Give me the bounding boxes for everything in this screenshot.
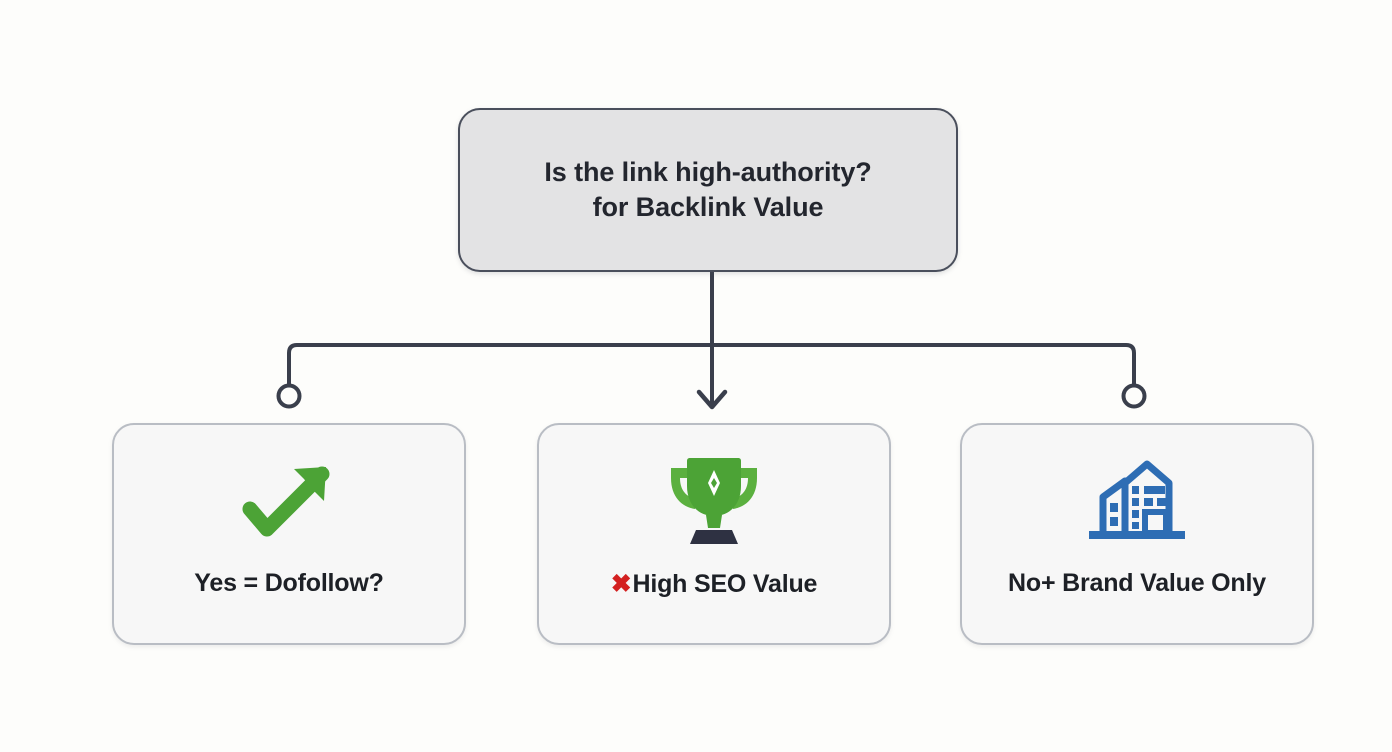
branch-bus-line [287,343,1136,388]
outcome-card-high-seo-value[interactable]: ✖High SEO Value [537,423,891,645]
left-endpoint-circle-icon [276,383,302,409]
blue-office-buildings-icon [1081,451,1193,547]
root-decision-box[interactable]: Is the link high-authority? for Backlink… [458,108,958,272]
root-question-line-1: Is the link high-authority? [544,156,872,187]
outcome-label-text: No+ Brand Value Only [1008,569,1266,597]
green-trophy-icon [662,451,766,547]
outcome-label-text: Yes = Dofollow? [194,569,384,597]
root-question-line-2: for Backlink Value [592,192,824,222]
outcome-label-text: High SEO Value [632,570,818,598]
green-check-arrow-up-icon [234,451,344,547]
outcome-card-label: No+ Brand Value Only [962,569,1312,598]
outcome-card-brand-value-only[interactable]: No+ Brand Value Only [960,423,1314,645]
outcome-card-label: Yes = Dofollow? [114,569,464,598]
outcome-card-label: ✖High SEO Value [539,569,889,599]
arrowhead-icon [696,389,728,410]
right-endpoint-circle-icon [1121,383,1147,409]
red-x-icon: ✖ [610,570,632,598]
outcome-card-dofollow[interactable]: Yes = Dofollow? [112,423,466,645]
